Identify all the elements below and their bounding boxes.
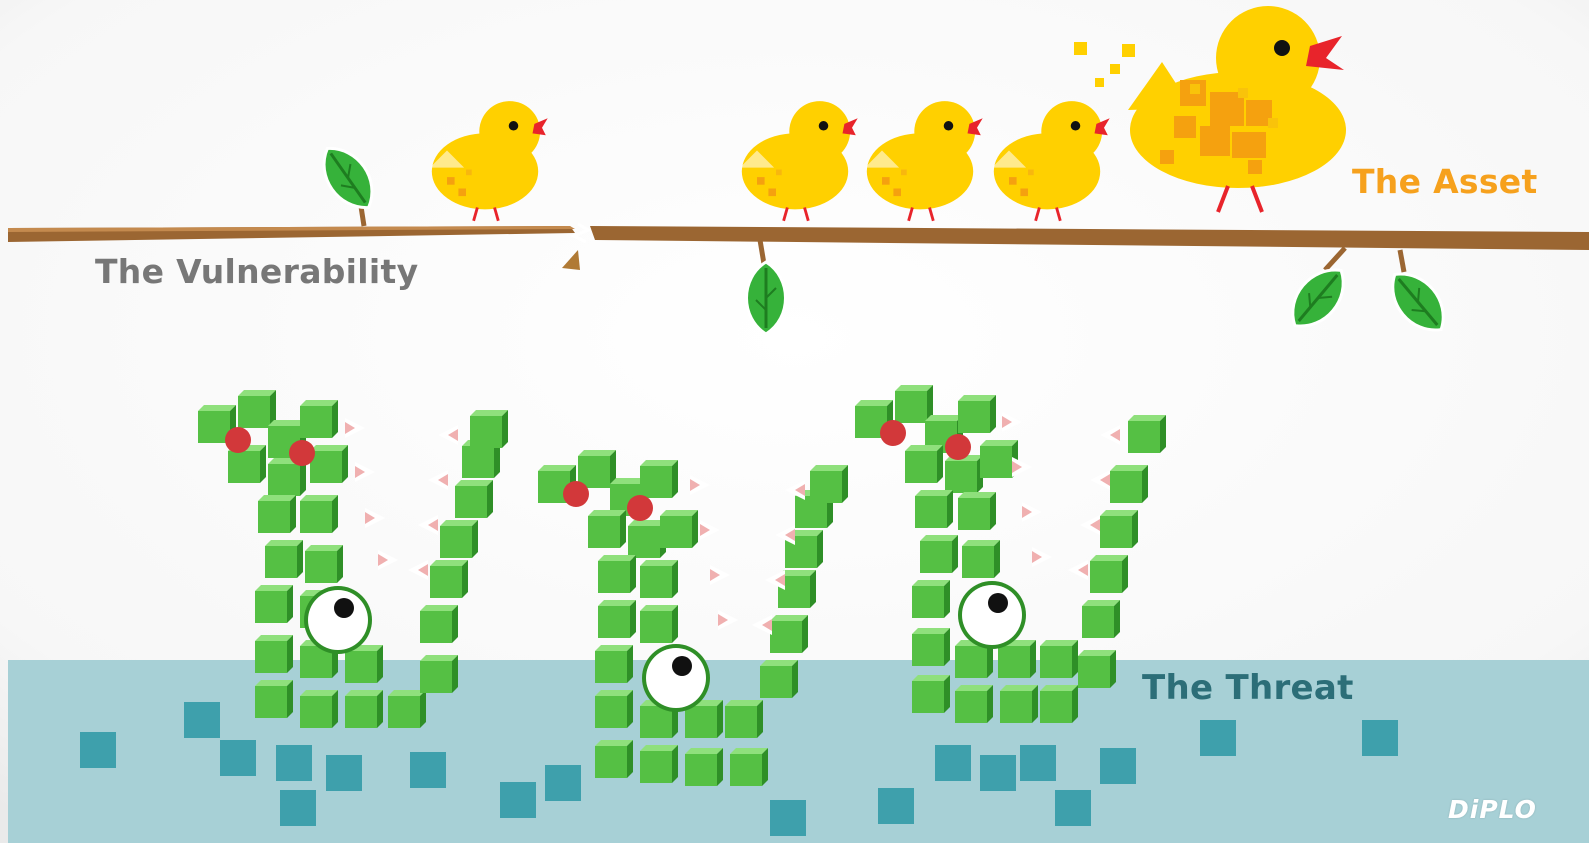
vulnerability-label: The Vulnerability: [95, 252, 418, 291]
threat-label: The Threat: [1142, 668, 1354, 708]
asset-label: The Asset: [1352, 162, 1538, 201]
diplo-logo: DiPLO: [1448, 795, 1537, 824]
